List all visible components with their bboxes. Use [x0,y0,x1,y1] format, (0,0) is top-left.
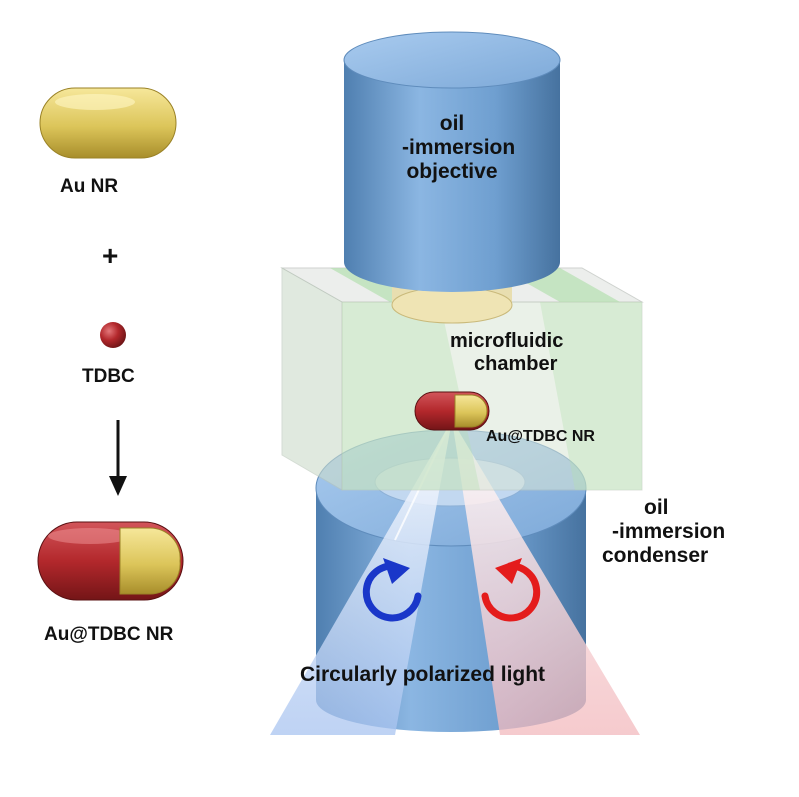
plus-sign: + [102,240,119,271]
microfluidic-chamber [280,267,644,491]
au-tdbc-nr-product [37,521,184,601]
objective-cylinder [343,31,561,324]
objective-label: oil -immersion objective [402,112,516,184]
clockwise-arrow-icon [481,558,541,622]
tdbc-sphere [100,322,126,348]
condenser-label-line-2: -immersion [612,520,726,544]
particle-label: Au@TDBC NR [486,428,595,445]
chamber-label-line-1: microfluidic [450,330,564,352]
chamber-label-line-2: chamber [474,353,558,375]
condenser-label-line-3: condenser [602,544,709,568]
product-label: Au@TDBC NR [44,624,174,645]
objective-label-line-1: oil [439,112,465,135]
objective-label-line-2: -immersion [402,136,516,160]
objective-label-line-3: objective [406,160,498,184]
au-nr-label: Au NR [60,176,119,197]
au-nr-rod [39,87,177,159]
chamber-label: microfluidic chamber [450,330,563,376]
condenser-label: oil -immersion condenser [602,496,725,568]
counterclockwise-arrow-icon [362,558,422,622]
au-tdbc-nr-particle [414,391,490,431]
tdbc-label: TDBC [82,366,135,387]
condenser-label-line-1: oil [644,496,669,519]
light-label: Circularly polarized light [300,663,546,686]
down-arrow-icon [109,420,127,496]
